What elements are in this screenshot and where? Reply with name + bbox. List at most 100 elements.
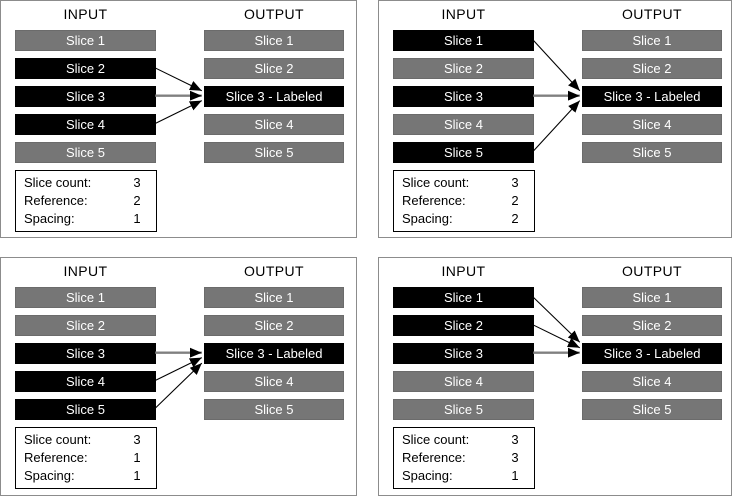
output-slice-3: Slice 3 - Labeled xyxy=(582,343,722,364)
output-slice-5: Slice 5 xyxy=(204,399,344,420)
output-slice-3: Slice 3 - Labeled xyxy=(582,86,722,107)
input-slice-2: Slice 2 xyxy=(393,58,534,79)
input-slice-5: Slice 5 xyxy=(393,142,534,163)
parameter-value: 1 xyxy=(133,211,141,226)
arrow-slice1-to-slice3 xyxy=(532,296,581,343)
output-slice-5: Slice 5 xyxy=(582,142,722,163)
parameter-value: 3 xyxy=(133,432,141,447)
output-slice-1: Slice 1 xyxy=(204,287,344,308)
arrow-slice2-to-slice3 xyxy=(154,67,203,92)
parameter-value: 1 xyxy=(511,468,519,483)
parameter-value: 2 xyxy=(511,211,519,226)
parameter-value: 2 xyxy=(511,193,519,208)
parameter-row: Spacing: 1 xyxy=(24,467,148,485)
output-slice-2: Slice 2 xyxy=(582,58,722,79)
parameter-row: Slice count: 3 xyxy=(24,431,148,449)
input-slice-4: Slice 4 xyxy=(393,114,534,135)
input-slice-5: Slice 5 xyxy=(15,142,156,163)
output-slice-4: Slice 4 xyxy=(204,114,344,135)
parameter-label: Slice count: xyxy=(402,175,470,190)
parameter-row: Slice count: 3 xyxy=(402,431,526,449)
input-column-header: INPUT xyxy=(63,6,108,22)
input-column-header: INPUT xyxy=(441,6,486,22)
input-slice-1: Slice 1 xyxy=(393,30,534,51)
input-slice-1: Slice 1 xyxy=(393,287,534,308)
output-slice-2: Slice 2 xyxy=(582,315,722,336)
parameter-row: Reference: 2 xyxy=(24,192,148,210)
parameter-label: Slice count: xyxy=(24,175,92,190)
parameter-row: Reference: 3 xyxy=(402,449,526,467)
output-column-header: OUTPUT xyxy=(622,263,682,279)
parameter-label: Spacing: xyxy=(402,211,453,226)
output-slice-4: Slice 4 xyxy=(582,371,722,392)
parameter-value: 1 xyxy=(133,468,141,483)
arrow-slice4-to-slice3 xyxy=(154,100,203,124)
input-column-header: INPUT xyxy=(63,263,108,279)
output-slice-3: Slice 3 - Labeled xyxy=(204,343,344,364)
input-slice-3: Slice 3 xyxy=(15,86,156,107)
parameter-label: Reference: xyxy=(402,193,466,208)
parameter-value: 1 xyxy=(133,450,141,465)
arrow-slice2-to-slice3 xyxy=(532,324,581,349)
panel-bottom-left: INPUT OUTPUT Slice 1 Slice 2 Slice 3 Slice 4 S… xyxy=(0,257,357,496)
output-slice-4: Slice 4 xyxy=(204,371,344,392)
parameter-label: Reference: xyxy=(24,450,88,465)
input-slice-3: Slice 3 xyxy=(393,86,534,107)
parameter-value: 3 xyxy=(133,175,141,190)
parameter-row: Slice count: 3 xyxy=(24,174,148,192)
parameter-label: Reference: xyxy=(24,193,88,208)
input-slice-1: Slice 1 xyxy=(15,287,156,308)
input-slice-2: Slice 2 xyxy=(15,315,156,336)
parameter-label: Slice count: xyxy=(402,432,470,447)
output-column-header: OUTPUT xyxy=(244,263,304,279)
output-slice-3: Slice 3 - Labeled xyxy=(204,86,344,107)
input-slice-4: Slice 4 xyxy=(15,371,156,392)
arrow-slice1-to-slice3 xyxy=(532,39,581,92)
input-column-header: INPUT xyxy=(441,263,486,279)
panel-top-left: INPUT OUTPUT Slice 1 Slice 2 Slice 3 Slice 4 S… xyxy=(0,0,357,238)
input-slice-5: Slice 5 xyxy=(393,399,534,420)
parameter-label: Reference: xyxy=(402,450,466,465)
output-column-header: OUTPUT xyxy=(244,6,304,22)
parameter-label: Spacing: xyxy=(402,468,453,483)
input-slice-2: Slice 2 xyxy=(393,315,534,336)
parameter-value: 3 xyxy=(511,175,519,190)
arrow-slice5-to-slice3 xyxy=(532,100,581,152)
output-slice-1: Slice 1 xyxy=(204,30,344,51)
parameter-row: Spacing: 1 xyxy=(402,467,526,485)
parameter-value: 3 xyxy=(511,450,519,465)
panel-bottom-right: INPUT OUTPUT Slice 1 Slice 2 Slice 3 Slice 4 S… xyxy=(378,257,732,496)
panel-top-right: INPUT OUTPUT Slice 1 Slice 2 Slice 3 Slice 4 S… xyxy=(378,0,732,238)
parameter-row: Spacing: 2 xyxy=(402,210,526,228)
parameter-label: Spacing: xyxy=(24,468,75,483)
output-slice-4: Slice 4 xyxy=(582,114,722,135)
output-slice-1: Slice 1 xyxy=(582,287,722,308)
parameter-row: Slice count: 3 xyxy=(402,174,526,192)
output-slice-5: Slice 5 xyxy=(582,399,722,420)
parameter-row: Reference: 1 xyxy=(24,449,148,467)
arrow-slice5-to-slice3 xyxy=(154,362,203,409)
parameter-row: Spacing: 1 xyxy=(24,210,148,228)
arrow-slice4-to-slice3 xyxy=(154,357,203,381)
input-slice-1: Slice 1 xyxy=(15,30,156,51)
input-slice-3: Slice 3 xyxy=(393,343,534,364)
input-slice-2: Slice 2 xyxy=(15,58,156,79)
output-column-header: OUTPUT xyxy=(622,6,682,22)
output-slice-5: Slice 5 xyxy=(204,142,344,163)
input-slice-4: Slice 4 xyxy=(393,371,534,392)
parameter-value: 3 xyxy=(511,432,519,447)
parameter-label: Slice count: xyxy=(24,432,92,447)
input-slice-5: Slice 5 xyxy=(15,399,156,420)
parameter-value: 2 xyxy=(133,193,141,208)
output-slice-1: Slice 1 xyxy=(582,30,722,51)
parameter-row: Reference: 2 xyxy=(402,192,526,210)
input-slice-4: Slice 4 xyxy=(15,114,156,135)
output-slice-2: Slice 2 xyxy=(204,315,344,336)
input-slice-3: Slice 3 xyxy=(15,343,156,364)
parameter-label: Spacing: xyxy=(24,211,75,226)
output-slice-2: Slice 2 xyxy=(204,58,344,79)
